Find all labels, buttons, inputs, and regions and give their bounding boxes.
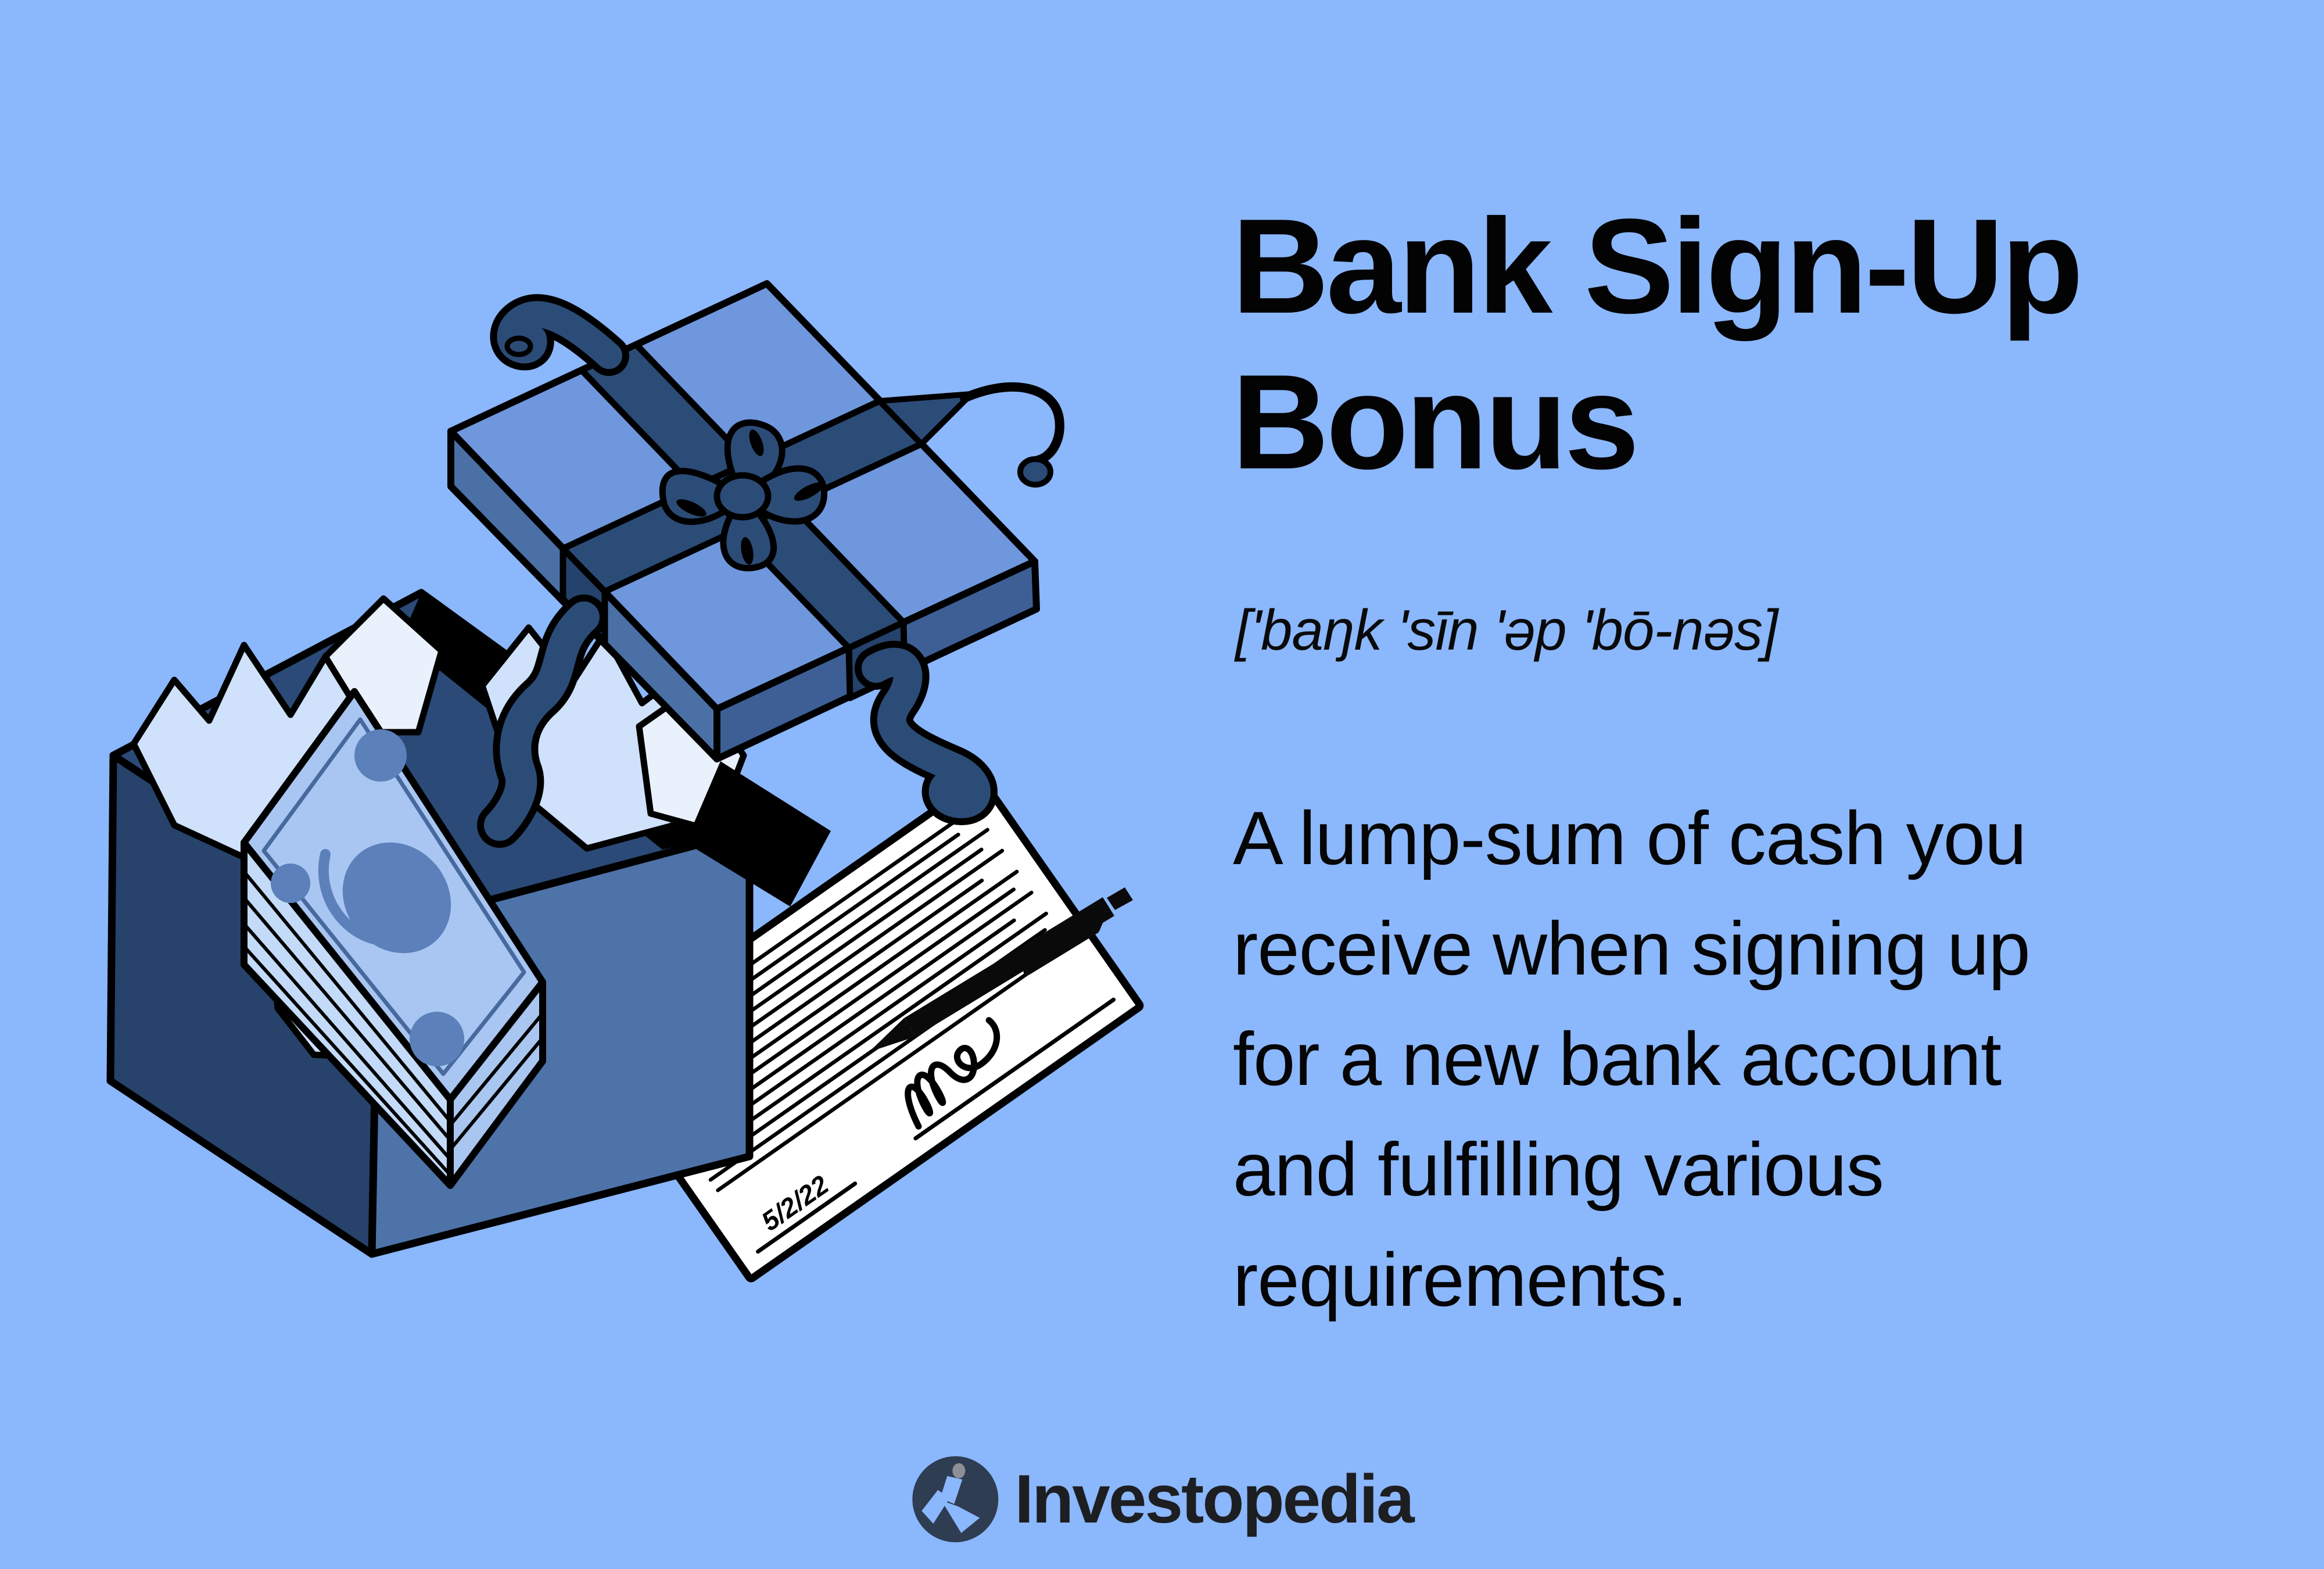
- cash-stack-right-stripes: [449, 1012, 544, 1151]
- bow-knot: [713, 472, 772, 521]
- ribbon-bow: [659, 419, 827, 572]
- definition-text: A lump-sum of cash you receive when sign…: [1233, 783, 2031, 1335]
- ribbon: [477, 294, 1064, 848]
- logo-i-cutout: [921, 1476, 980, 1533]
- pen-clip: [1023, 904, 1109, 976]
- gift-box: [106, 589, 754, 1258]
- investopedia-i-icon: [912, 1456, 999, 1542]
- pen-body: [904, 897, 1114, 1037]
- signature-line: [913, 997, 1116, 1141]
- ribbon-tail-long: [862, 647, 991, 818]
- gift-box-cash-document-illustration: 5/2/22: [106, 280, 1144, 1283]
- pronunciation: ['baŋk 'sīn 'əp 'bō-nəs]: [1235, 598, 1778, 662]
- pen-clicker: [1107, 887, 1133, 910]
- bill-pattern: [271, 729, 464, 1066]
- bill-inner-border: [261, 717, 526, 1076]
- lid-gap-shadow: [686, 761, 831, 907]
- definition-line: requirements.: [1233, 1237, 1688, 1322]
- definition-line: receive when signing up: [1233, 906, 2031, 991]
- bow-shadow-accents: [676, 429, 824, 565]
- definition-line: A lump-sum of cash you: [1233, 796, 2027, 880]
- ribbon-taper-right: [877, 391, 974, 447]
- title-line-2: Bonus: [1232, 347, 1640, 497]
- bill-swoosh: [318, 849, 412, 947]
- gift-lid: [447, 280, 1064, 848]
- title-line-1: Bank Sign-Up: [1232, 191, 2083, 342]
- date-line: [756, 1181, 858, 1254]
- definition-line: and fulfilling various: [1233, 1127, 1884, 1212]
- pen-tip: [869, 1018, 916, 1052]
- ribbon-curl-right-tip: [1017, 456, 1053, 488]
- investopedia-wordmark: Investopedia: [1014, 1461, 1414, 1538]
- logo-i-dot: [952, 1463, 966, 1478]
- ribbon-thin-curve-right: [960, 382, 1064, 465]
- ribbon-curl-top-left-tip: [504, 335, 533, 357]
- cash-stack: [241, 688, 546, 1189]
- ribbon-tail-into-box: [484, 601, 600, 841]
- investopedia-logo: Investopedia: [911, 1455, 1415, 1543]
- pen: [869, 887, 1133, 1052]
- cash-stack-left-stripes: [242, 870, 452, 1177]
- definition-line: for a new bank account: [1233, 1016, 2002, 1101]
- signature-scribble: [905, 1017, 1000, 1130]
- page-title: Bank Sign-Up Bonus: [1232, 189, 2231, 500]
